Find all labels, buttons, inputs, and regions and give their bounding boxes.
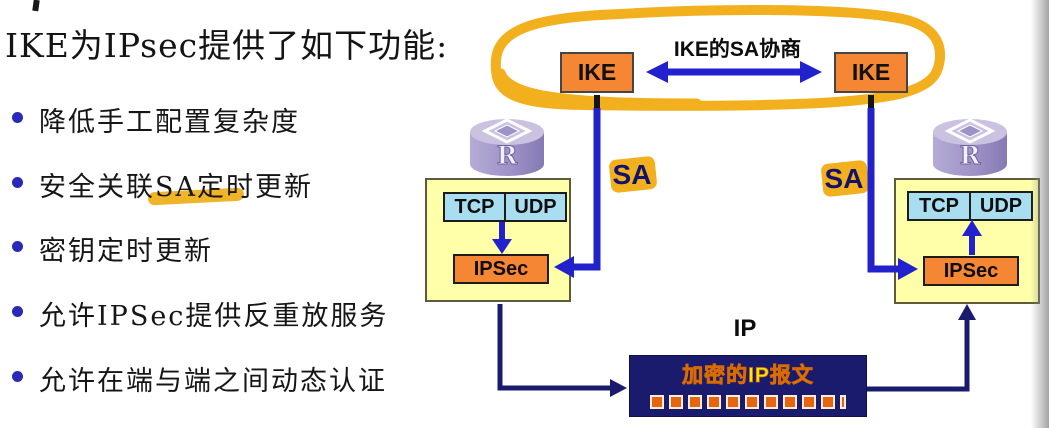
bullet-item: 允许IPSec提供反重放服务 xyxy=(12,294,388,333)
packet-segment xyxy=(745,395,759,409)
udp-box: UDP xyxy=(969,193,1031,219)
bullet-item: 允许在端与端之间动态认证 xyxy=(12,359,387,398)
bullet-label: 降低手工配置复杂度 xyxy=(39,107,300,138)
stack-to-packet-arrow xyxy=(497,304,627,397)
diamond-icon xyxy=(481,118,533,144)
packet-segment xyxy=(707,395,721,409)
ipsec-box: IPSec xyxy=(923,256,1019,286)
ike-box-right: IKE xyxy=(834,52,908,93)
bullet-item: 降低手工配置复杂度 xyxy=(12,100,300,139)
bullet-label: 安全关联SA定时更新 xyxy=(39,172,313,203)
router-cylinder-icon: R xyxy=(933,118,1007,176)
screen-edge-fade xyxy=(1031,0,1049,428)
packet-segment xyxy=(764,395,778,409)
bullet-dot-icon xyxy=(12,371,23,382)
packet-segment xyxy=(669,395,683,409)
router-letter: R xyxy=(960,141,981,170)
packet-segment xyxy=(802,395,816,409)
sa-label-right: SA xyxy=(816,159,872,200)
router-letter: R xyxy=(497,141,518,170)
ike-negotiation-double-arrow xyxy=(646,61,822,83)
transport-row: TCP UDP xyxy=(443,192,567,222)
bullet-dot-icon xyxy=(12,306,23,317)
router-icon-right: R xyxy=(930,115,1010,181)
tcp-box: TCP xyxy=(454,195,495,218)
bullet-item: 密钥定时更新 xyxy=(12,229,213,268)
router-icon-left: R xyxy=(467,115,547,181)
ike-box-left-label: IKE xyxy=(577,59,617,85)
bullet-item: 安全关联SA定时更新 xyxy=(12,165,313,204)
packet-segment xyxy=(650,395,664,409)
bullet-label: 允许IPSec提供反重放服务 xyxy=(39,301,389,332)
ike-box-right-label: IKE xyxy=(851,59,891,85)
bullet-dot-icon xyxy=(12,177,23,188)
bullet-dot-icon xyxy=(12,241,23,252)
packet-segments xyxy=(630,395,866,409)
ike-box-left: IKE xyxy=(560,52,634,93)
packet-segment xyxy=(821,395,835,409)
packet-segment xyxy=(783,395,797,409)
sa-label-text: SA xyxy=(824,163,864,194)
protocol-stack-left: TCP UDP IPSec xyxy=(425,178,571,302)
transport-row: TCP UDP xyxy=(907,191,1033,221)
bullet-label: 密钥定时更新 xyxy=(39,236,213,267)
encrypted-packet-box: 加密的IP报文 xyxy=(629,355,867,417)
sa-label-text: SA xyxy=(612,159,652,190)
udp-box: UDP xyxy=(504,194,565,220)
encrypted-packet-label: 加密的IP报文 xyxy=(682,364,814,388)
packet-segment xyxy=(688,395,702,409)
bullet-dot-icon xyxy=(12,112,23,123)
router-cylinder-icon: R xyxy=(470,118,544,176)
tcp-box: TCP xyxy=(919,194,959,217)
packet-segment xyxy=(840,395,846,409)
packet-to-stack-arrow xyxy=(867,304,976,392)
diamond-icon xyxy=(944,118,996,144)
packet-segment xyxy=(726,395,740,409)
ipsec-box: IPSec xyxy=(453,254,549,284)
sa-negotiation-label: IKE的SA协商 xyxy=(673,38,802,61)
sa-label-left: SA xyxy=(604,155,660,196)
protocol-stack-right: TCP UDP IPSec xyxy=(894,178,1040,304)
ip-layer-label: IP xyxy=(733,315,757,342)
slide-title: IKE为IPsec提供了如下功能: xyxy=(5,26,449,65)
bullet-label: 允许在端与端之间动态认证 xyxy=(39,366,387,397)
feature-list-panel: IKE为IPsec提供了如下功能: 降低手工配置复杂度 安全关联SA定时更新 密… xyxy=(0,0,465,428)
